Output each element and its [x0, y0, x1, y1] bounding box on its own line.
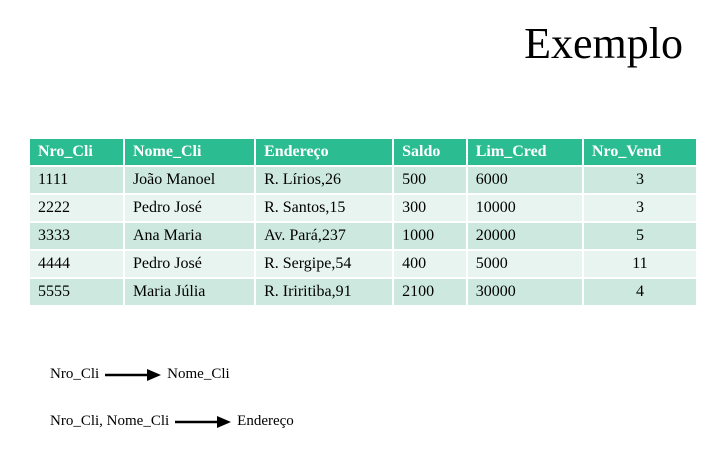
table-header-row: Nro_Cli Nome_Cli Endereço Saldo Lim_Cred…	[30, 139, 696, 167]
cell-saldo: 2100	[393, 278, 468, 307]
header-nro-vend: Nro_Vend	[582, 139, 696, 167]
cell-nro-vend: 3	[582, 166, 696, 195]
right-arrow-icon	[175, 415, 232, 428]
cell-nome-cli: Ana Maria	[123, 222, 257, 251]
table-row: 3333 Ana Maria Av. Pará,237 1000 20000 5	[30, 222, 696, 251]
cell-lim-cred: 10000	[466, 194, 584, 223]
table-row: 4444 Pedro José R. Sergipe,54 400 5000 1…	[30, 250, 696, 279]
cell-nro-cli: 5555	[30, 278, 125, 307]
cell-endereco: R. Sergipe,54	[255, 250, 395, 279]
cell-nome-cli: Pedro José	[123, 250, 257, 279]
slide-title: Exemplo	[524, 19, 683, 68]
cell-lim-cred: 6000	[466, 166, 584, 195]
cell-endereco: R. Santos,15	[255, 194, 395, 223]
dependency-left: Nro_Cli	[50, 366, 100, 382]
clients-table: Nro_Cli Nome_Cli Endereço Saldo Lim_Cred…	[30, 139, 696, 307]
header-nome-cli: Nome_Cli	[123, 139, 257, 167]
header-saldo: Saldo	[393, 139, 468, 167]
cell-nro-cli: 2222	[30, 194, 125, 223]
cell-saldo: 300	[393, 194, 468, 223]
header-nro-cli: Nro_Cli	[30, 139, 125, 167]
dependency-right: Endereço	[237, 413, 294, 429]
dependency-right: Nome_Cli	[167, 366, 230, 382]
header-lim-cred: Lim_Cred	[466, 139, 584, 167]
cell-saldo: 1000	[393, 222, 468, 251]
right-arrow-icon	[105, 368, 162, 381]
cell-endereco: R. Iriritiba,91	[255, 278, 395, 307]
table-row: 5555 Maria Júlia R. Iriritiba,91 2100 30…	[30, 278, 696, 307]
cell-nome-cli: João Manoel	[123, 166, 257, 195]
cell-endereco: R. Lírios,26	[255, 166, 395, 195]
cell-lim-cred: 30000	[466, 278, 584, 307]
cell-saldo: 400	[393, 250, 468, 279]
dependency-2: Nro_Cli, Nome_Cli Endereço	[50, 413, 294, 430]
cell-nro-cli: 1111	[30, 166, 125, 195]
cell-lim-cred: 20000	[466, 222, 584, 251]
cell-nro-cli: 4444	[30, 250, 125, 279]
table-row: 2222 Pedro José R. Santos,15 300 10000 3	[30, 194, 696, 223]
cell-nro-vend: 11	[582, 250, 696, 279]
table-row: 1111 João Manoel R. Lírios,26 500 6000 3	[30, 166, 696, 195]
cell-saldo: 500	[393, 166, 468, 195]
cell-endereco: Av. Pará,237	[255, 222, 395, 251]
dependency-left: Nro_Cli, Nome_Cli	[50, 413, 170, 429]
cell-nro-vend: 4	[582, 278, 696, 307]
header-endereco: Endereço	[255, 139, 395, 167]
cell-nro-cli: 3333	[30, 222, 125, 251]
cell-nro-vend: 3	[582, 194, 696, 223]
cell-nro-vend: 5	[582, 222, 696, 251]
cell-lim-cred: 5000	[466, 250, 584, 279]
cell-nome-cli: Pedro José	[123, 194, 257, 223]
dependency-1: Nro_Cli Nome_Cli	[50, 366, 230, 383]
cell-nome-cli: Maria Júlia	[123, 278, 257, 307]
